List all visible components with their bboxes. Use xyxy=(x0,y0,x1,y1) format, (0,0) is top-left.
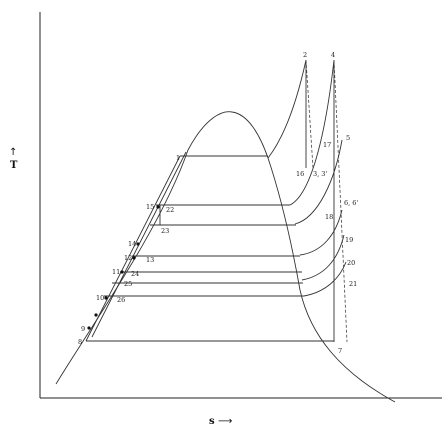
label-4: 4 xyxy=(331,51,335,59)
label-23: 23 xyxy=(161,227,169,235)
label-17: 17 xyxy=(323,141,331,149)
label-25: 25 xyxy=(124,280,132,288)
state-labels: 1 2 3, 3' 4 5 6, 6' 7 8 9 10 11 12 13 14… xyxy=(78,51,358,355)
label-20: 20 xyxy=(347,259,355,267)
label-7: 7 xyxy=(338,347,342,355)
label-1: 1 xyxy=(176,154,180,162)
label-5: 5 xyxy=(346,134,350,142)
label-8: 8 xyxy=(78,338,82,346)
state-markers xyxy=(87,205,160,330)
expansion-lines xyxy=(305,59,348,343)
saturation-dome xyxy=(55,111,396,403)
superheat-curves xyxy=(267,59,347,297)
label-18: 18 xyxy=(325,213,333,221)
label-3: 3, 3' xyxy=(313,170,327,178)
axes xyxy=(39,12,442,399)
label-9: 9 xyxy=(81,325,85,333)
label-6: 6, 6' xyxy=(344,199,358,207)
label-2: 2 xyxy=(303,51,307,59)
y-axis-label: T xyxy=(10,160,18,171)
label-14: 14 xyxy=(128,240,136,248)
label-15: 15 xyxy=(146,203,154,211)
label-24: 24 xyxy=(131,270,139,278)
label-13: 13 xyxy=(146,256,154,264)
label-10: 10 xyxy=(96,294,104,302)
label-21: 21 xyxy=(349,280,357,288)
label-19: 19 xyxy=(345,236,353,244)
y-axis-arrow-icon: ↑ xyxy=(9,147,18,158)
label-16: 16 xyxy=(296,170,304,178)
x-axis-label: s xyxy=(209,416,215,427)
label-12: 12 xyxy=(124,254,132,262)
isobars xyxy=(86,155,334,342)
label-22: 22 xyxy=(166,206,174,214)
x-axis-arrow-icon: ⟶ xyxy=(218,416,233,427)
label-26: 26 xyxy=(117,296,125,304)
label-11: 11 xyxy=(112,268,120,276)
